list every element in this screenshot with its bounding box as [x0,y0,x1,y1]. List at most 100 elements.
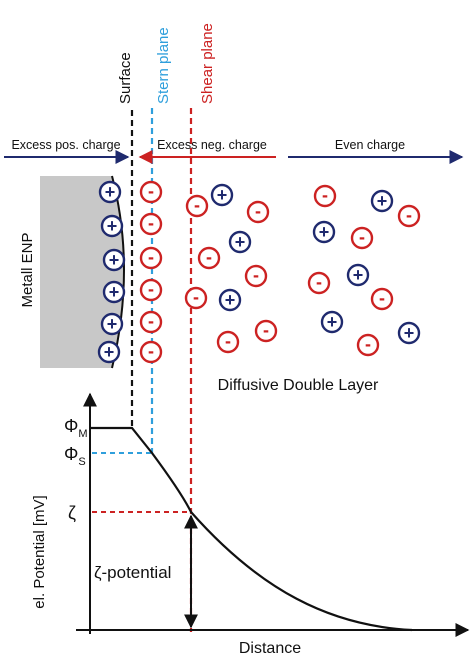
even-charge-label: Even charge [335,138,405,152]
plus-sign: + [105,182,116,202]
negative-ion: - [254,319,278,343]
minus-sign: - [263,320,269,340]
surface-label: Surface [117,52,134,104]
minus-sign: - [255,201,261,221]
plus-sign: + [353,265,364,285]
zeta-potential-label: ζ-potential [94,563,171,582]
plus-sign: + [404,323,415,343]
negative-ion-ring [216,330,240,354]
minus-sign: - [148,213,154,233]
phi-s-symbol: Φ [64,444,78,464]
negative-ion-ring [139,310,163,334]
positive-ion-ring [228,230,252,254]
plus-sign: + [109,282,120,302]
plus-sign: + [235,232,246,252]
x-axis-label: Distance [239,640,301,657]
particle-label: Metall ENP [19,232,36,307]
positive-ion-ring [100,312,124,336]
potential-curve [90,426,413,632]
minus-sign: - [359,227,365,247]
negative-ion-ring [307,271,331,295]
plus-sign: + [107,216,118,236]
positive-ion-ring [100,214,124,238]
positive-ion-ring [102,280,126,304]
negative-ion: - [139,180,163,204]
negative-ion-ring [197,246,221,270]
minus-sign: - [316,272,322,292]
negative-ion-ring [370,287,394,311]
plus-sign: + [104,342,115,362]
negative-ion: - [139,278,163,302]
negative-ion-ring [246,200,270,224]
positive-ion: + [397,321,421,345]
negative-ion-ring [139,340,163,364]
negative-ion-ring [244,264,268,288]
positive-ion: + [98,180,122,204]
minus-sign: - [406,205,412,225]
negative-ion-ring [184,286,208,310]
negative-ion: - [307,271,331,295]
negative-ion: - [397,204,421,228]
phi-m-symbol: Φ [64,416,78,436]
positive-ion-ring [370,189,394,213]
negative-ion-ring [185,194,209,218]
positive-ion-ring [346,263,370,287]
metal-particle [40,176,124,368]
negative-ion: - [370,287,394,311]
positive-ion: + [210,183,234,207]
stern-plane-label: Stern plane [155,27,172,104]
y-axis-label: el. Potential [mV] [31,495,48,608]
positive-ion: + [218,288,242,312]
minus-sign: - [379,288,385,308]
positive-ion: + [102,280,126,304]
negative-ion: - [313,184,337,208]
positive-ion-ring [397,321,421,345]
plus-sign: + [377,191,388,211]
minus-sign: - [322,185,328,205]
negative-ion-ring [139,246,163,270]
negative-ion-ring [139,180,163,204]
excess-pos-label: Excess pos. charge [11,138,120,152]
ion-group: ++++++-------+-+---+---+-+--+-+-+ [97,180,421,364]
negative-ion: - [197,246,221,270]
minus-sign: - [148,311,154,331]
minus-sign: - [253,265,259,285]
negative-ion-ring [313,184,337,208]
plus-sign: + [225,290,236,310]
negative-ion: - [185,194,209,218]
positive-ion-ring [218,288,242,312]
positive-ion-ring [210,183,234,207]
phi-s-subscript: S [78,456,85,468]
negative-ion: - [216,330,240,354]
plus-sign: + [107,314,118,334]
minus-sign: - [148,181,154,201]
positive-ion-ring [98,180,122,204]
minus-sign: - [148,247,154,267]
plus-sign: + [327,312,338,332]
positive-ion: + [100,312,124,336]
positive-ion: + [228,230,252,254]
excess-neg-label: Excess neg. charge [157,138,267,152]
negative-ion-ring [254,319,278,343]
negative-ion-ring [356,333,380,357]
negative-ion: - [184,286,208,310]
shear-plane-label: Shear plane [199,23,216,104]
plus-sign: + [217,185,228,205]
zeta-label: ζ [68,503,76,523]
minus-sign: - [225,331,231,351]
phi-m-subscript: M [78,428,87,440]
phi-m-label: ΦM [64,416,88,440]
plus-sign: + [109,250,120,270]
negative-ion: - [246,200,270,224]
negative-ion: - [244,264,268,288]
plus-sign: + [319,222,330,242]
positive-ion: + [320,310,344,334]
negative-ion: - [139,340,163,364]
positive-ion: + [346,263,370,287]
positive-ion: + [312,220,336,244]
negative-ion: - [139,212,163,236]
positive-ion-ring [312,220,336,244]
minus-sign: - [206,247,212,267]
negative-ion-ring [397,204,421,228]
